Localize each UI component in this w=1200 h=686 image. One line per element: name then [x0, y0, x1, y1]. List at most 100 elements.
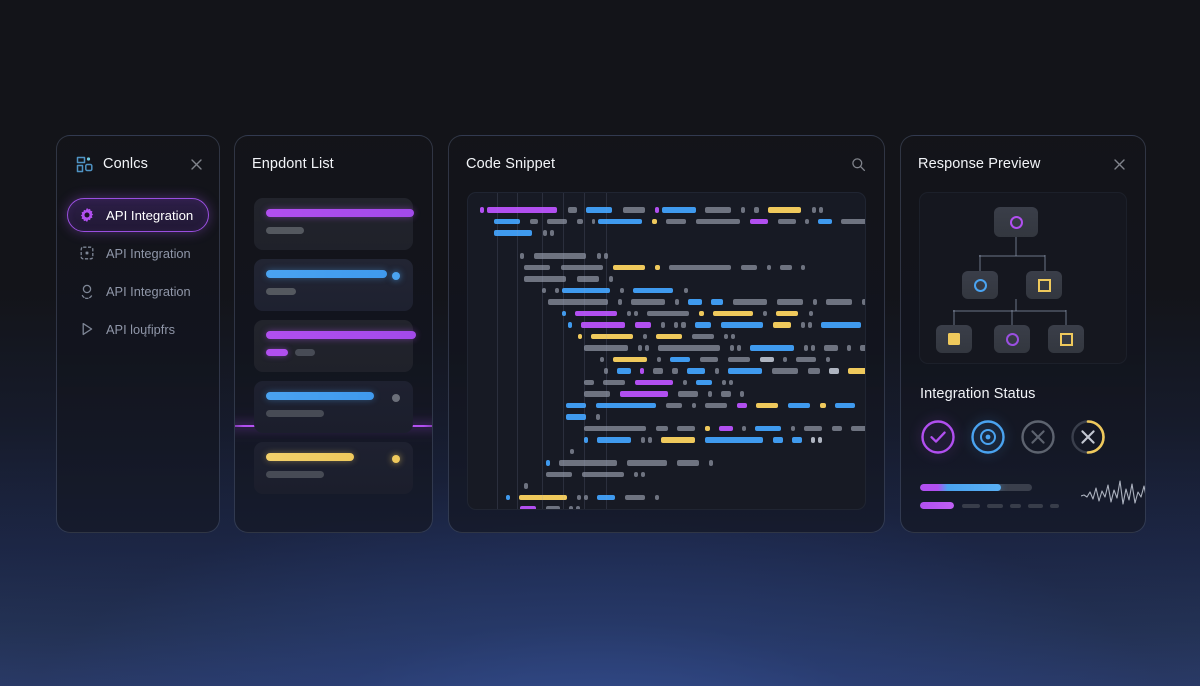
code-token	[699, 403, 702, 409]
code-token	[783, 356, 787, 362]
search-icon[interactable]	[849, 155, 867, 173]
code-token	[520, 253, 524, 259]
sidebar-item-api-integration-2[interactable]: API Integration	[67, 236, 209, 270]
code-token	[615, 207, 620, 213]
sidebar-item-api-integration-active[interactable]: API Integration	[67, 198, 209, 232]
list-item[interactable]	[254, 381, 413, 433]
code-token	[813, 403, 817, 409]
list-item[interactable]	[254, 198, 414, 250]
code-token	[790, 357, 793, 363]
code-token	[705, 402, 727, 408]
code-token	[542, 287, 546, 293]
code-token	[656, 333, 682, 339]
code-indent-guide	[542, 193, 543, 509]
code-token	[645, 219, 649, 225]
status-warning[interactable]	[1070, 419, 1106, 455]
code-token	[744, 345, 747, 351]
endpoint-name-bar	[266, 270, 387, 278]
tree-edge	[979, 255, 1045, 257]
code-token	[699, 310, 704, 316]
response-preview-panel: Response Preview Integration Status	[900, 135, 1146, 533]
code-line	[480, 492, 853, 504]
code-token	[823, 368, 826, 374]
code-token	[842, 368, 845, 374]
code-token	[736, 426, 739, 432]
close-icon[interactable]	[187, 155, 205, 173]
code-token	[820, 402, 826, 408]
sidebar-item-api-integration-3[interactable]: API Integration	[67, 274, 209, 308]
code-token	[627, 288, 630, 294]
meter-tick	[1028, 503, 1043, 508]
endpoint-name-bar	[266, 209, 414, 217]
code-line	[480, 377, 853, 389]
tree-node[interactable]	[994, 325, 1030, 353]
code-token	[766, 322, 770, 328]
code-token	[692, 311, 696, 317]
sidebar-item-label: API Integration	[106, 283, 191, 299]
code-token	[604, 368, 608, 374]
status-failed[interactable]	[1020, 419, 1056, 455]
code-token	[767, 264, 771, 270]
code-token	[584, 379, 594, 385]
code-token	[589, 414, 593, 420]
close-icon[interactable]	[1110, 155, 1128, 173]
code-token	[648, 495, 652, 501]
code-token	[835, 219, 838, 225]
code-token	[635, 322, 651, 328]
code-token	[801, 264, 805, 270]
tree-node[interactable]	[1048, 325, 1084, 353]
code-token	[705, 425, 710, 431]
meter-tick	[962, 503, 980, 508]
square-glyph-icon	[1059, 332, 1073, 346]
code-token	[561, 264, 603, 270]
code-token	[681, 322, 686, 328]
code-token	[566, 402, 586, 408]
code-token	[713, 310, 753, 316]
code-token	[721, 357, 725, 363]
code-token	[855, 299, 859, 305]
code-token	[766, 437, 770, 443]
list-item[interactable]	[254, 442, 413, 494]
status-success[interactable]	[920, 419, 956, 455]
code-token	[698, 426, 702, 432]
code-token	[804, 207, 809, 213]
code-token	[580, 207, 583, 213]
endpoint-meta-row	[266, 227, 401, 234]
code-token	[730, 403, 734, 409]
sidebar-item-api-logs[interactable]: API loųfipfrs	[67, 312, 209, 346]
code-token	[740, 391, 744, 397]
list-item[interactable]	[254, 320, 416, 372]
code-line	[480, 262, 853, 274]
tree-node[interactable]	[1026, 271, 1062, 299]
code-line	[480, 204, 853, 216]
code-token	[696, 218, 740, 224]
code-token	[819, 357, 823, 363]
code-token	[683, 379, 687, 385]
code-token	[792, 437, 802, 443]
code-token	[754, 207, 759, 213]
response-tree-diagram	[919, 192, 1127, 364]
code-block[interactable]	[467, 192, 866, 510]
code-line	[480, 319, 861, 331]
code-token	[715, 368, 719, 374]
tree-node[interactable]	[994, 207, 1038, 237]
code-token	[734, 207, 738, 213]
code-token	[641, 311, 644, 317]
code-token	[786, 437, 789, 443]
progress-bar-secondary	[920, 502, 954, 509]
tree-node[interactable]	[936, 325, 972, 353]
code-token	[513, 495, 516, 501]
list-item[interactable]	[254, 259, 413, 311]
gear-icon	[78, 207, 95, 224]
code-token	[553, 460, 556, 466]
tree-node[interactable]	[962, 271, 998, 299]
code-token	[858, 403, 862, 409]
code-token	[562, 287, 610, 293]
tree-edge	[1015, 299, 1017, 311]
code-token	[676, 288, 681, 294]
code-token	[524, 276, 566, 282]
status-active[interactable]	[970, 419, 1006, 455]
code-token	[650, 357, 654, 363]
code-token	[670, 356, 690, 362]
